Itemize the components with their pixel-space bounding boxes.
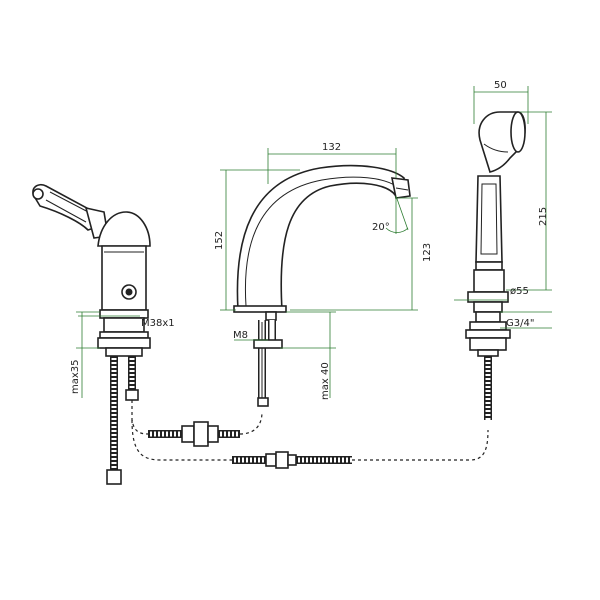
upper-hose-coupling: [148, 421, 240, 447]
shower-thread-dimension: G3/4": [500, 311, 552, 329]
lever-handle: [32, 183, 109, 239]
spout-outlet-label: 123: [422, 243, 433, 262]
shower-handle: [475, 175, 503, 263]
hand-shower: 50 215 ø55 G3/4": [454, 80, 552, 420]
valve-thread-dimension: M38x1: [78, 315, 175, 329]
valve-thread-label: M38x1: [141, 318, 175, 329]
valve-supply-hoses: [106, 356, 139, 485]
spout-angle-dimension: 20°: [372, 195, 409, 234]
spout-bolt-label: M8: [233, 330, 248, 341]
shower-base-holder: [465, 269, 511, 357]
spout: 132 152 123 20° M8: [214, 142, 433, 407]
valve-body: [97, 211, 151, 357]
connecting-hoses: [131, 400, 489, 469]
shower-thread-label: G3/4": [506, 318, 534, 329]
shower-base-diameter-label: ø55: [510, 286, 529, 297]
valve-height-label: max35: [70, 359, 81, 394]
spout-bolt-dimension: M8: [233, 330, 268, 341]
lever-valve: M38x1 max35: [32, 183, 175, 485]
shower-head-width-label: 50: [494, 80, 507, 91]
spout-arch: [236, 164, 407, 311]
shower-base-diameter-dimension: ø55: [454, 286, 529, 301]
spout-deck-label: max 40: [320, 362, 331, 400]
spout-height-label: 152: [214, 231, 225, 250]
shower-length-label: 215: [538, 207, 549, 226]
valve-height-dimension: max35: [70, 311, 100, 398]
lower-hose-coupling: [232, 451, 352, 469]
spout-mounting-bolt: [253, 311, 283, 407]
spout-height-dimension: 152: [214, 169, 300, 311]
shower-length-dimension: 215: [506, 111, 552, 291]
spout-width-dimension: 132: [267, 142, 397, 184]
spout-angle-label: 20°: [372, 222, 390, 233]
spout-width-label: 132: [322, 142, 341, 153]
spout-deck-dimension: max 40: [280, 311, 336, 400]
shower-head-width-dimension: 50: [473, 80, 529, 124]
spout-outlet-dimension: 123: [290, 197, 433, 311]
